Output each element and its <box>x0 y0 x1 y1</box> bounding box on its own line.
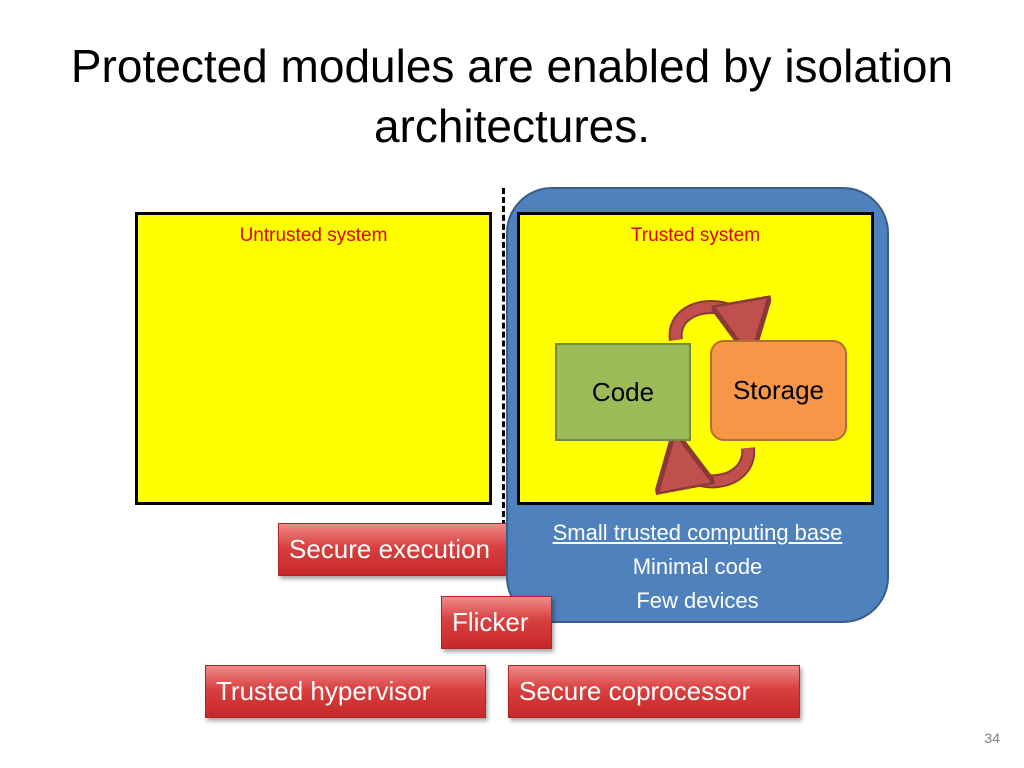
trusted-system-label: Trusted system <box>630 225 761 246</box>
trusted-hypervisor-tag: Trusted hypervisor <box>205 665 486 718</box>
flicker-tag: Flicker <box>441 596 552 649</box>
code-box: Code <box>555 343 691 441</box>
secure-coprocessor-tag: Secure coprocessor <box>508 665 800 718</box>
storage-box: Storage <box>710 340 847 441</box>
dashed-divider <box>502 188 505 526</box>
tcb-description: Small trusted computing base Minimal cod… <box>506 516 889 618</box>
tcb-title: Small trusted computing base <box>552 520 843 545</box>
untrusted-system-box: Untrusted system <box>135 212 492 505</box>
untrusted-system-label: Untrusted system <box>239 225 388 246</box>
tcb-line-minimal-code: Minimal code <box>632 554 763 579</box>
secure-execution-tag: Secure execution <box>278 523 518 576</box>
slide-title: Protected modules are enabled by isolati… <box>70 40 954 152</box>
tcb-line-few-devices: Few devices <box>636 588 759 613</box>
page-number: 34 <box>984 730 1000 746</box>
